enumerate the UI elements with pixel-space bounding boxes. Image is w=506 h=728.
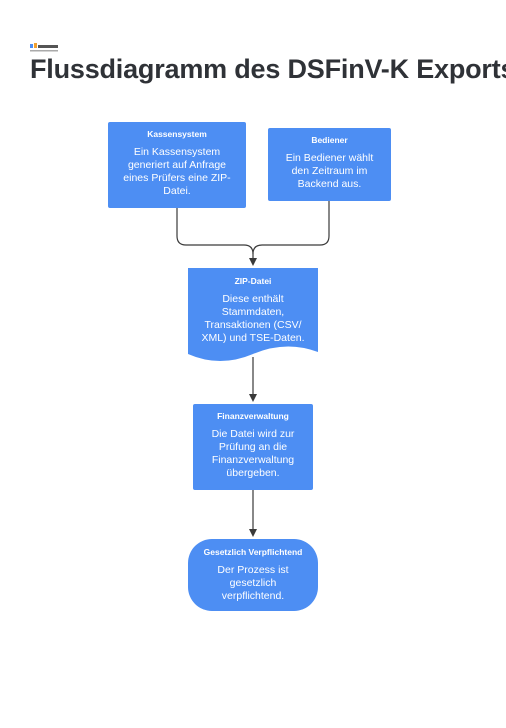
edge-kassensystem-to-zip [176, 207, 257, 266]
company-logo-icon [30, 43, 58, 52]
node-finanzverwaltung-body: Die Datei wird zur Prüfung an die Finanz… [211, 428, 295, 479]
node-kassensystem: Kassensystem Ein Kassensystem generiert … [108, 128, 246, 198]
node-zip-datei-shape [188, 268, 318, 361]
node-zip-datei-title: ZIP-Datei [234, 276, 272, 286]
node-finanzverwaltung-title: Finanzverwaltung [217, 411, 289, 421]
node-kassensystem-body: Ein Kassensystem generiert auf Anfrage e… [123, 146, 231, 197]
node-finanzverwaltung-shape [193, 404, 313, 490]
node-bediener-body: Ein Bediener wählt den Zeitraum im Backe… [285, 152, 374, 190]
edge-bediener-to-zip [252, 201, 330, 255]
page-title: Flussdiagramm des DSFinV-K Exports [30, 54, 506, 84]
node-kassensystem-title: Kassensystem [147, 129, 207, 139]
node-zip-datei: ZIP-Datei Diese enthält Stammdaten, Tran… [188, 275, 318, 345]
node-finanzverwaltung: Finanzverwaltung Die Datei wird zur Prüf… [193, 410, 313, 480]
node-gesetzlich-shape [188, 539, 318, 611]
node-bediener-title: Bediener [311, 135, 348, 145]
node-gesetzlich-title: Gesetzlich Verpflichtend [203, 547, 303, 557]
node-kassensystem-shape [108, 122, 246, 208]
node-bediener: Bediener Ein Bediener wählt den Zeitraum… [268, 134, 391, 191]
node-bediener-shape [268, 128, 391, 201]
node-zip-datei-body: Diese enthält Stammdaten, Transaktionen … [201, 293, 305, 344]
node-gesetzlich: Gesetzlich Verpflichtend Der Prozess ist… [188, 546, 318, 603]
node-gesetzlich-body: Der Prozess ist gesetzlich verpflichtend… [217, 564, 289, 602]
